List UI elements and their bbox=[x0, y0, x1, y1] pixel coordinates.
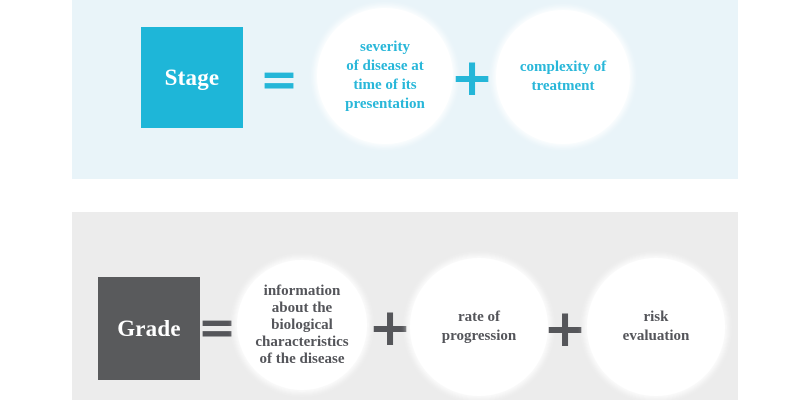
equals-icon: = bbox=[259, 52, 299, 106]
stage-term-circle-severity: severity of disease at time of its prese… bbox=[317, 8, 453, 144]
grade-term-text: information about the biological charact… bbox=[255, 282, 349, 367]
grade-term-text: rate of progression bbox=[441, 309, 517, 344]
grade-label: Grade bbox=[117, 315, 181, 341]
stage-term-text: severity of disease at time of its prese… bbox=[345, 39, 425, 112]
stage-term-text: complexity of treatment bbox=[519, 59, 607, 94]
stage-box: Stage bbox=[141, 27, 243, 128]
grade-term-circle-information: information about the biological charact… bbox=[237, 260, 367, 390]
stage-term-circle-complexity: complexity of treatment bbox=[496, 10, 630, 144]
grade-equation-band: Grade = information about the biological… bbox=[72, 212, 738, 400]
grade-term-text: risk evaluation bbox=[622, 309, 690, 344]
plus-icon: + bbox=[543, 299, 587, 359]
grade-term-circle-risk: risk evaluation bbox=[587, 258, 725, 396]
grade-term-circle-rate: rate of progression bbox=[410, 258, 548, 396]
plus-icon: + bbox=[450, 48, 494, 108]
grade-box: Grade bbox=[98, 277, 200, 380]
plus-icon: + bbox=[368, 298, 412, 358]
stage-equation-band: Stage = severity of disease at time of i… bbox=[72, 0, 738, 179]
equals-icon: = bbox=[197, 300, 237, 354]
stage-label: Stage bbox=[164, 64, 220, 90]
